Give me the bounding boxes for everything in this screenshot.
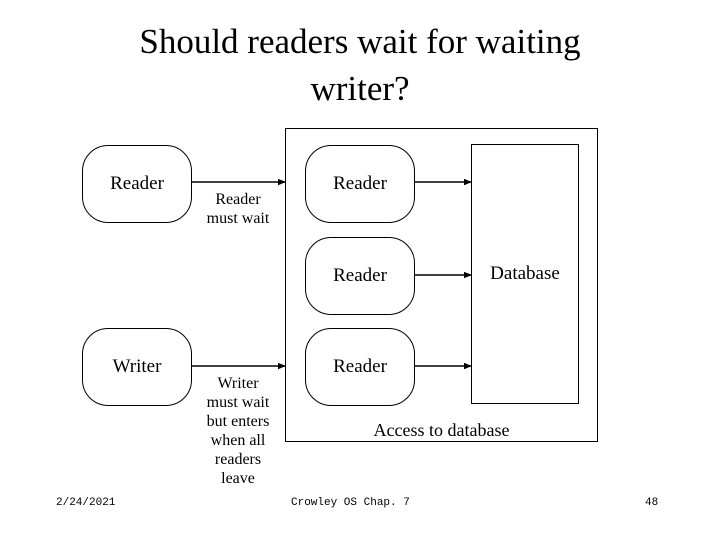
writer-must-wait-label: Writer must wait but enters when all rea… bbox=[206, 375, 270, 487]
active-reader-node-3[interactable]: Reader bbox=[305, 328, 415, 406]
footer-date: 2/24/2021 bbox=[56, 497, 116, 509]
page-title: Should readers wait for waiting writer? bbox=[139, 22, 581, 108]
access-to-database-caption: Access to database bbox=[373, 420, 510, 440]
active-reader-label-2: Reader bbox=[333, 265, 387, 286]
footer-source: Crowley OS Chap. 7 bbox=[291, 497, 410, 509]
waiting-writer-node[interactable]: Writer bbox=[82, 328, 192, 406]
active-reader-label-3: Reader bbox=[333, 356, 387, 377]
waiting-reader-node[interactable]: Reader bbox=[82, 145, 192, 223]
active-reader-label-1: Reader bbox=[333, 173, 387, 194]
access-to-database-group bbox=[285, 128, 598, 442]
waiting-writer-label: Writer bbox=[112, 356, 162, 377]
active-reader-node-1[interactable]: Reader bbox=[305, 145, 415, 223]
footer-page-number: 48 bbox=[645, 497, 659, 509]
database-node[interactable]: Database bbox=[471, 144, 579, 404]
reader-must-wait-label: Reader must wait bbox=[206, 191, 270, 227]
waiting-reader-label: Reader bbox=[110, 173, 164, 194]
database-label: Database bbox=[490, 263, 560, 284]
active-reader-node-2[interactable]: Reader bbox=[305, 237, 415, 315]
